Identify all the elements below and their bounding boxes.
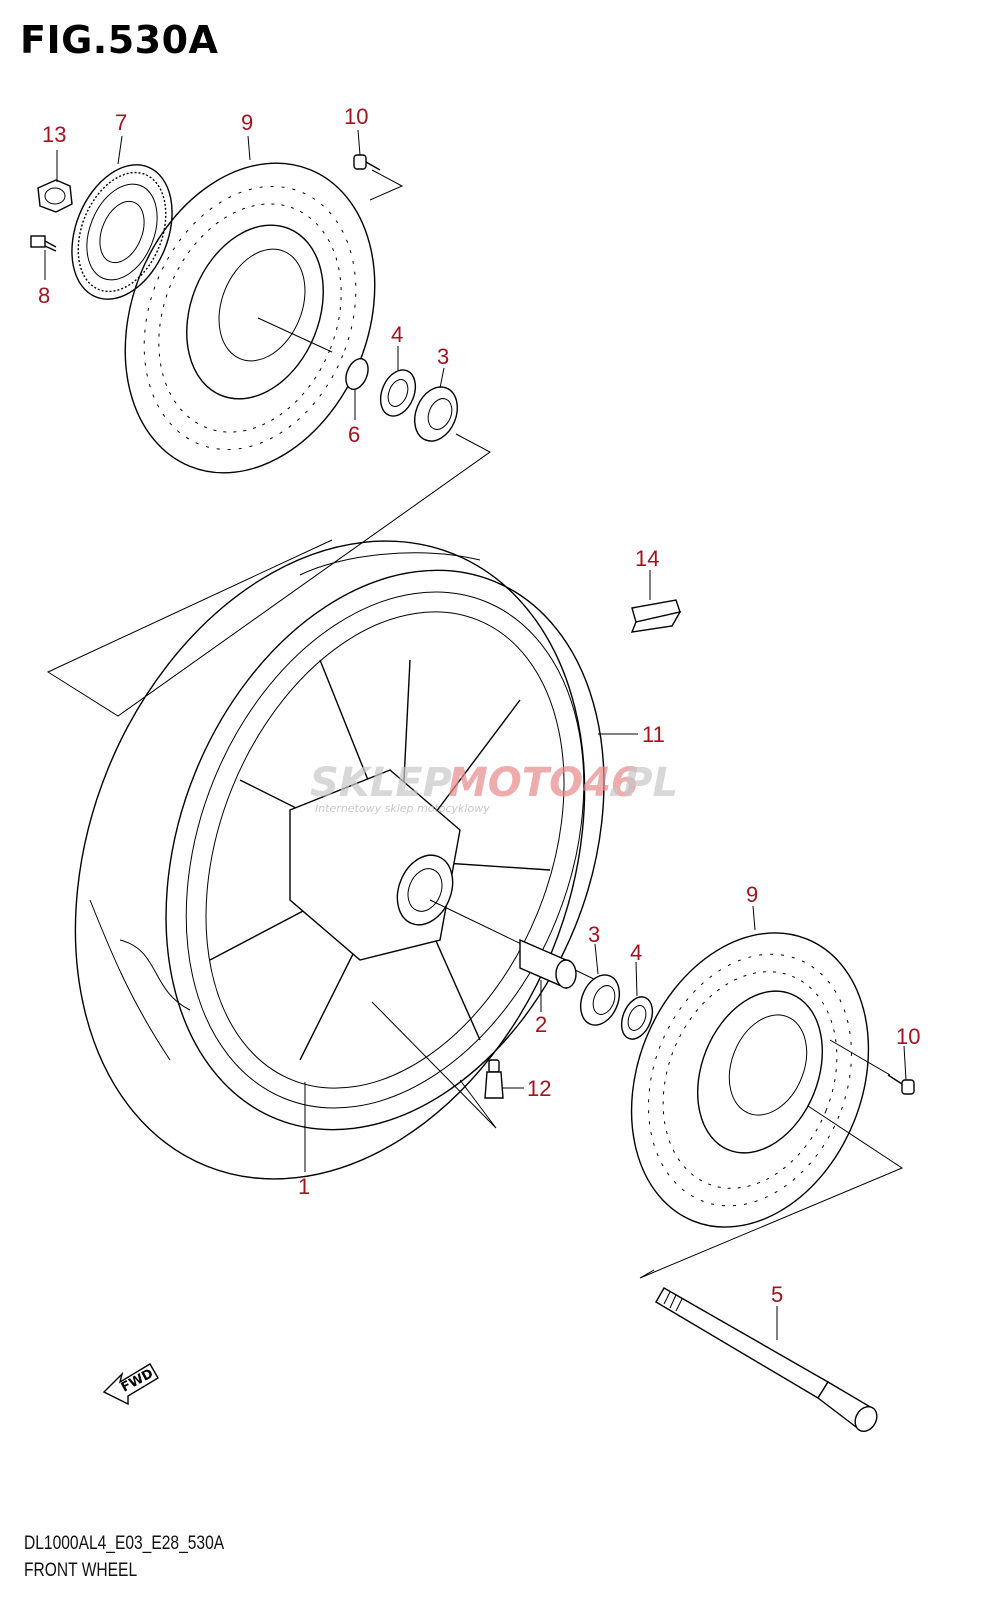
- watermark-subtitle: Internetowy sklep motocyklowy: [315, 802, 490, 815]
- fwd-arrow-icon: FWD: [102, 1363, 159, 1406]
- brake-disc-lower: [630, 932, 870, 1228]
- callout-1-label: 1: [298, 1174, 310, 1199]
- brake-disc-upper: [124, 162, 376, 474]
- front-tire: [74, 540, 605, 1180]
- hub-collar: [519, 938, 577, 990]
- balance-weight: [630, 599, 682, 633]
- upper-hub-parts: [345, 357, 459, 442]
- diagram-caption: FRONT WHEEL: [24, 1560, 138, 1581]
- callout-12-label: 12: [527, 1076, 551, 1101]
- callout-4-lower-label: 4: [630, 940, 642, 965]
- callout-2-label: 2: [535, 1012, 547, 1037]
- front-axle: [655, 1287, 878, 1433]
- nut-part: [37, 179, 73, 213]
- disc-bolt-lower: [887, 1074, 915, 1095]
- watermark-part1: SKLEP: [310, 760, 452, 806]
- callout-7-label: 7: [115, 110, 127, 135]
- callout-11-label: 11: [642, 722, 665, 747]
- callout-9-upper-label: 9: [241, 110, 253, 135]
- callout-9-lower-label: 9: [746, 882, 758, 907]
- watermark: SKLEP MOTO46 .PL Internetowy sklep motoc…: [310, 760, 678, 815]
- callout-10-upper-label: 10: [344, 104, 368, 129]
- figure-title: FIG.530A: [20, 18, 219, 62]
- callout-13-label: 13: [42, 122, 66, 147]
- disc-bolt-upper: [353, 154, 381, 171]
- callout-10-lower-label: 10: [896, 1024, 920, 1049]
- abs-sensor-ring: [71, 164, 173, 300]
- callout-8-label: 8: [38, 283, 50, 308]
- lower-hub-parts: [579, 974, 654, 1040]
- callout-5-label: 5: [771, 1282, 783, 1307]
- callout-3-upper-label: 3: [437, 344, 449, 369]
- tire-valve: [484, 1059, 504, 1099]
- wheel-hub: [289, 769, 461, 961]
- callout-3-lower-label: 3: [588, 922, 600, 947]
- diagram-code: DL1000AL4_E03_E28_530A: [24, 1533, 225, 1554]
- callout-leaders: [44, 129, 907, 1340]
- callout-6-label: 6: [348, 422, 360, 447]
- small-bolt-part: [30, 235, 57, 252]
- callout-14-label: 14: [635, 546, 659, 571]
- callout-4-upper-label: 4: [391, 322, 403, 347]
- watermark-part2: MOTO46: [448, 760, 639, 806]
- watermark-part3: .PL: [608, 760, 678, 806]
